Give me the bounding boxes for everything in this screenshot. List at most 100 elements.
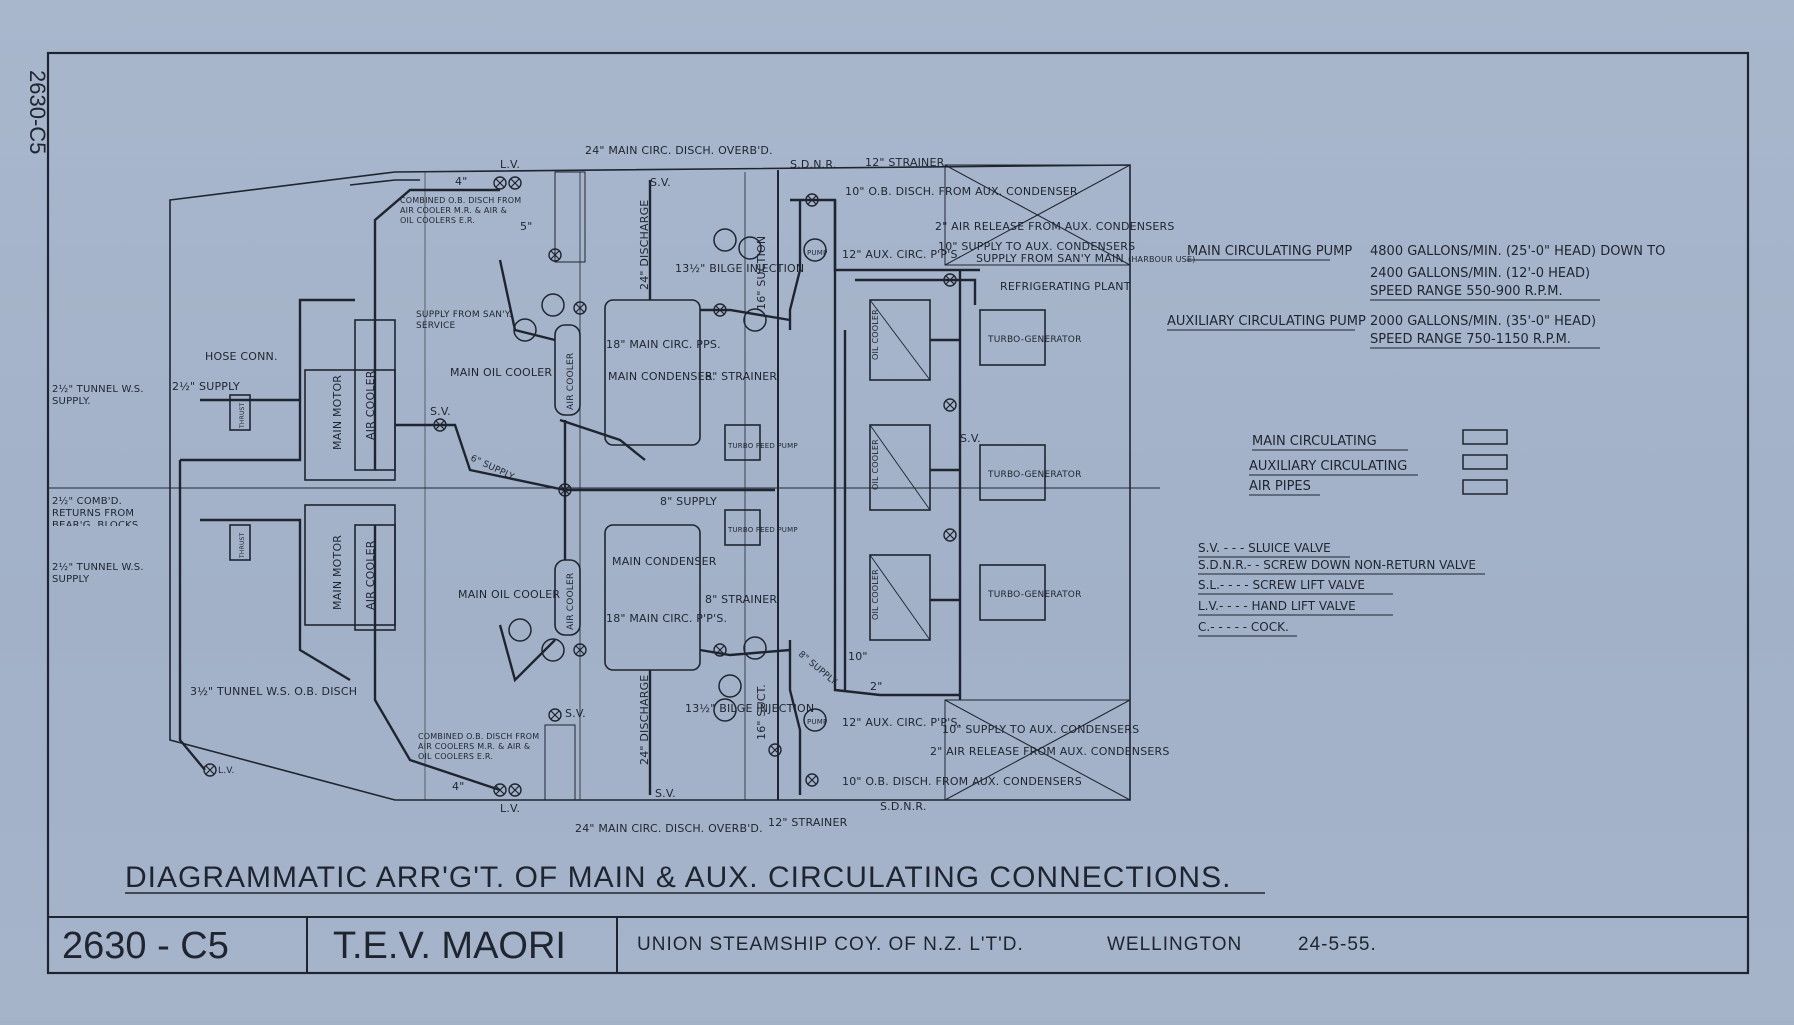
abbr-lv: L.V.- - - - HAND LIFT VALVE — [1198, 599, 1356, 613]
label-turbo-generator-1: TURBO-GENERATOR — [987, 335, 1082, 345]
label-sv-left: S.V. — [430, 405, 451, 418]
turbo-generator-3 — [979, 564, 1046, 621]
abbr-sdnr: S.D.N.R.- - SCREW DOWN NON-RETURN VALVE — [1198, 558, 1476, 572]
main-condenser-bottom — [604, 524, 701, 671]
label-tunnel-ws-ob: 3½" TUNNEL W.S. O.B. DISCH — [190, 685, 357, 698]
label-ob-disch-aux-top: 10" O.B. DISCH. FROM AUX. CONDENSER — [845, 185, 1078, 198]
label-air-release-top: 2" AIR RELEASE FROM AUX. CONDENSERS — [935, 220, 1175, 233]
label-tunnel-ws-top: 2½" TUNNEL W.S. SUPPLY. — [52, 384, 144, 407]
place-name: WELLINGTON — [1107, 934, 1242, 955]
spec-main-line-1: 4800 GALLONS/MIN. (25'-0" HEAD) DOWN TO — [1370, 244, 1665, 259]
label-strainer-top: 12" STRAINER — [865, 156, 945, 169]
spec-main-label: MAIN CIRCULATING PUMP — [1187, 244, 1352, 259]
label-lv-top: L.V. — [500, 158, 520, 171]
label-air-release-bottom: 2" AIR RELEASE FROM AUX. CONDENSERS — [930, 745, 1170, 758]
machinery-blocks — [229, 299, 1046, 671]
label-discharge-bottom: 24" DISCHARGE — [638, 675, 651, 765]
label-air-cooler-mid-top: AIR COOLER — [566, 353, 576, 410]
main-motor-bottom — [304, 504, 396, 626]
label-supply-aux-bottom: 10" SUPPLY TO AUX. CONDENSERS — [942, 723, 1139, 736]
label-bilge-inj-bottom: 13½" BILGE INJECTION — [685, 702, 814, 715]
label-sdnr-top: S.D.N.R. — [790, 158, 837, 171]
label-turbo-generator-3: TURBO-GENERATOR — [987, 590, 1082, 600]
label-sv-right: S.V. — [960, 432, 981, 445]
label-main-circ-pps-top: 18" MAIN CIRC. PPS. — [606, 338, 721, 351]
label-supply-2half: 2½" SUPPLY — [172, 380, 240, 393]
drawing-frame — [46, 51, 1750, 975]
label-sv-mid-bottom: S.V. — [565, 707, 586, 720]
label-four-in-bottom: 4" — [452, 780, 464, 793]
label-main-oil-cooler-bottom: MAIN OIL COOLER — [458, 588, 560, 601]
title-block: 2630 - C5 T.E.V. MAORI UNION STEAMSHIP C… — [62, 925, 1376, 967]
air-cooler-mid-top — [554, 324, 581, 416]
turbo-feed-pump-top — [724, 424, 761, 461]
abbr-sv: S.V. - - - SLUICE VALVE — [1198, 541, 1331, 555]
label-turbo-generator-2: TURBO-GENERATOR — [987, 470, 1082, 480]
label-bilge-inj-top: 13½" BILGE INJECTION — [675, 262, 804, 275]
label-harbour-use: (HARBOUR USE) — [1128, 255, 1195, 264]
label-supply8-pipe: 8" SUPPLY — [796, 650, 839, 688]
label-two-in: 2" — [870, 680, 882, 693]
legend-item-main: MAIN CIRCULATING — [1252, 434, 1377, 449]
drawing-number: 2630 - C5 — [62, 925, 229, 967]
label-main-condenser-top: MAIN CONDENSER. — [608, 370, 716, 383]
specifications: MAIN CIRCULATING PUMP 4800 GALLONS/MIN. … — [1167, 244, 1665, 349]
aux-condenser-2 — [869, 424, 931, 511]
turbo-feed-pump-bottom — [724, 509, 761, 546]
label-thrust-bottom: THRUST — [239, 532, 246, 559]
drawing-title: DIAGRAMMATIC ARR'G'T. OF MAIN & AUX. CIR… — [125, 861, 1231, 894]
spec-main-line-3: SPEED RANGE 550-900 R.P.M. — [1370, 284, 1563, 299]
air-cooler-mid-bottom — [554, 559, 581, 636]
diagram-labels: 24" MAIN CIRC. DISCH. OVERB'D. 24" MAIN … — [52, 144, 1195, 835]
label-supply-sany-main: SUPPLY FROM SAN'Y MAIN — [976, 252, 1124, 265]
turbo-generator-2 — [979, 444, 1046, 501]
thrust-bottom — [229, 524, 251, 561]
label-supply6: 6" SUPPLY — [469, 454, 516, 483]
label-strainer-bottom: 12" STRAINER — [768, 816, 848, 829]
label-suction-bottom: 16" SUCT. — [755, 684, 768, 740]
legend-item-aux: AUXILIARY CIRCULATING — [1249, 459, 1407, 474]
piping — [178, 170, 980, 800]
aux-condenser-3 — [869, 554, 931, 641]
abbreviations: S.V. - - - SLUICE VALVE S.D.N.R.- - SCRE… — [1198, 541, 1485, 637]
label-thrust-top: THRUST — [239, 402, 246, 429]
label-ob-disch-aux-bottom: 10" O.B. DISCH. FROM AUX. CONDENSERS — [842, 775, 1082, 788]
label-lv-bottom: L.V. — [500, 802, 520, 815]
margin-ref: 2630-C5 — [25, 70, 50, 154]
label-supply-sany-service: SUPPLY FROM SAN'Y. SERVICE — [416, 310, 512, 331]
legend-swatch-aux — [1462, 454, 1508, 470]
spec-aux-label: AUXILIARY CIRCULATING PUMP — [1167, 314, 1366, 329]
main-condenser-top — [604, 299, 701, 446]
label-pump-aux-bottom: PUMP — [807, 718, 827, 726]
spec-aux-line-1: 2000 GALLONS/MIN. (35'-0" HEAD) — [1370, 314, 1596, 329]
label-sv-top: S.V. — [650, 176, 671, 189]
ship-name: T.E.V. MAORI — [333, 925, 566, 967]
label-refrigerating-plant: REFRIGERATING PLANT — [1000, 280, 1131, 293]
label-air-cooler-mid-bottom: AIR COOLER — [566, 573, 576, 630]
label-combined-ob-bottom: COMBINED O.B. DISCH FROM AIR COOLERS M.R… — [418, 732, 539, 761]
legend-item-air: AIR PIPES — [1249, 479, 1311, 494]
label-pump-aux-top: PUMP — [807, 249, 827, 257]
label-main-circ-disch-top: 24" MAIN CIRC. DISCH. OVERB'D. — [585, 144, 773, 157]
legend-swatch-air — [1462, 479, 1508, 495]
label-main-condenser-bottom: MAIN CONDENSER — [612, 555, 717, 568]
label-air-cooler-top: AIR COOLER — [364, 370, 377, 440]
label-aux-circ-pps-bottom: 12" AUX. CIRC. P'P'S. — [842, 716, 961, 729]
legend: MAIN CIRCULATING AUXILIARY CIRCULATING A… — [1249, 429, 1508, 496]
label-tunnel-ws-bottom: 2½" TUNNEL W.S. SUPPLY — [52, 562, 144, 585]
label-sdnr-bottom: S.D.N.R. — [880, 800, 927, 813]
label-supply8: 8" SUPPLY — [660, 495, 717, 508]
label-main-motor-bottom: MAIN MOTOR — [331, 535, 344, 610]
label-air-cooler-bottom: AIR COOLER — [364, 540, 377, 610]
label-strainer8-bottom: 8" STRAINER — [705, 593, 777, 606]
label-combd-returns: 2½" COMB'D. RETURNS FROM BEAR'G. BLOCKS — [52, 496, 138, 526]
label-lv-left: L.V. — [218, 766, 235, 776]
label-sv-bottom: S.V. — [655, 787, 676, 800]
label-oil-cooler-3: OIL COOLER — [871, 569, 880, 620]
label-strainer8-top: 8" STRAINER — [705, 370, 777, 383]
label-four-in-top: 4" — [455, 175, 467, 188]
label-oil-cooler-2: OIL COOLER — [871, 439, 880, 490]
label-discharge-top: 24" DISCHARGE — [638, 200, 651, 290]
